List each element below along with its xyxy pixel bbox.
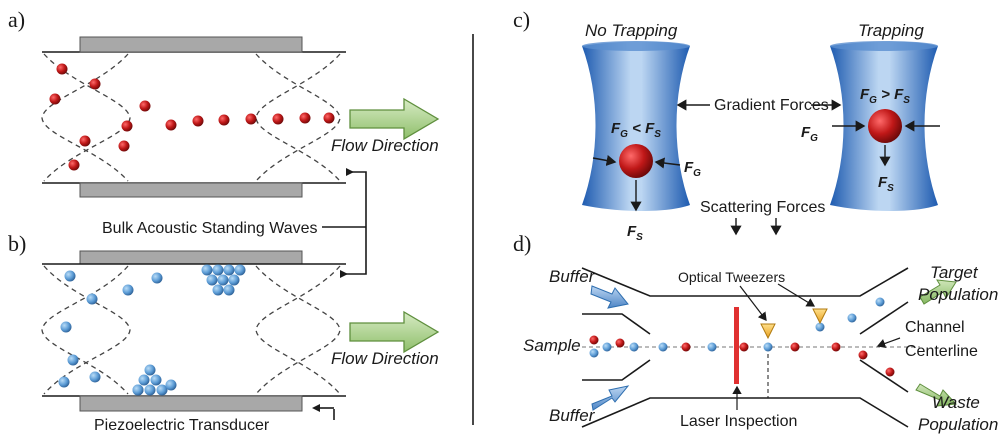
channel-label-1: Channel	[905, 319, 965, 336]
particle	[67, 354, 79, 366]
particle	[56, 63, 68, 75]
optical-tweezer-1	[760, 323, 776, 340]
optical-tweezer-2	[812, 308, 828, 325]
waste-label-2: Population	[918, 415, 998, 434]
flow-direction-label-b: Flow Direction	[331, 349, 439, 368]
buffer-bottom-label: Buffer	[549, 406, 596, 425]
particle-no-trapping	[619, 144, 653, 178]
particle	[79, 135, 91, 147]
beam-no-trapping	[582, 41, 690, 211]
blue-cluster-top	[201, 264, 246, 296]
panel-d: d)	[513, 231, 998, 434]
panel-a-label: a)	[8, 7, 25, 32]
particle	[218, 114, 230, 126]
particle	[299, 112, 311, 124]
target-arrow	[919, 279, 957, 305]
particle	[58, 376, 70, 388]
particle	[49, 93, 61, 105]
blue-cluster-bottom	[132, 364, 177, 396]
panel-b-label: b)	[8, 231, 26, 256]
transducer-bottom	[79, 182, 303, 198]
buffer-arrow-bottom	[591, 385, 630, 411]
red-particles-a	[49, 63, 335, 171]
scattering-forces-label: Scattering Forces	[700, 199, 825, 216]
fs-label-left: FS	[627, 223, 643, 243]
particle	[60, 321, 72, 333]
particle	[192, 115, 204, 127]
flow-direction-label-a: Flow Direction	[331, 136, 439, 155]
particle-trapping	[868, 109, 902, 143]
fg-arrow-left	[592, 154, 617, 167]
channel-label-2: Centerline	[905, 343, 978, 360]
sample-particles	[589, 297, 895, 377]
panel-c: c) No Trapping Trapping FG < FS FG > FS …	[513, 7, 940, 243]
particle	[121, 120, 133, 132]
buffer-top-label: Buffer	[549, 267, 596, 286]
waste-arrow	[915, 383, 958, 407]
blue-particles-b	[58, 270, 163, 388]
sorting-channel	[581, 267, 909, 428]
relation-left: FG < FS	[611, 120, 661, 140]
fs-label-right: FS	[878, 174, 894, 194]
particle	[245, 113, 257, 125]
particle	[68, 159, 80, 171]
sample-label: Sample	[523, 336, 581, 355]
standing-wave-nodes	[41, 53, 341, 182]
target-label-2: Population	[918, 285, 998, 304]
particle	[86, 293, 98, 305]
particle	[165, 119, 177, 131]
particle	[118, 140, 130, 152]
relation-right: FG > FS	[860, 86, 910, 106]
standing-wave-nodes-b	[41, 265, 341, 395]
laser-inspection-beam	[734, 307, 739, 384]
particle	[89, 78, 101, 90]
particle	[64, 270, 76, 282]
no-trapping-title: No Trapping	[585, 21, 678, 40]
transducer-top-b	[79, 250, 303, 265]
trapping-title: Trapping	[858, 21, 924, 40]
fg-label-right: FG	[801, 124, 818, 144]
particle	[323, 112, 335, 124]
panel-b: b)	[8, 231, 440, 434]
panel-d-label: d)	[513, 231, 531, 256]
particle	[139, 100, 151, 112]
particle	[151, 272, 163, 284]
particle	[122, 284, 134, 296]
optical-tweezers-label: Optical Tweezers	[678, 269, 785, 285]
particle	[272, 113, 284, 125]
laser-inspection-label: Laser Inspection	[680, 413, 797, 430]
gradient-forces-label: Gradient Forces	[714, 97, 829, 114]
transducer-top	[79, 36, 303, 53]
target-label-1: Target	[930, 263, 979, 282]
bulk-acoustic-bracket: Bulk Acoustic Standing Waves	[94, 168, 367, 278]
bulk-acoustic-label: Bulk Acoustic Standing Waves	[102, 220, 318, 237]
piezo-transducer	[79, 395, 303, 412]
fg-arrow-left2	[654, 157, 681, 169]
panel-a: a) Flow Direct	[8, 7, 440, 198]
flow-arrow-a	[349, 97, 440, 141]
particle	[89, 371, 101, 383]
flow-arrow-b	[349, 310, 440, 354]
piezoelectric-transducer-label: Piezoelectric Transducer	[94, 417, 270, 434]
panel-c-label: c)	[513, 7, 530, 32]
fg-label-left: FG	[684, 159, 701, 179]
waste-label-1: Waste	[932, 393, 980, 412]
buffer-arrow-top	[590, 285, 629, 309]
